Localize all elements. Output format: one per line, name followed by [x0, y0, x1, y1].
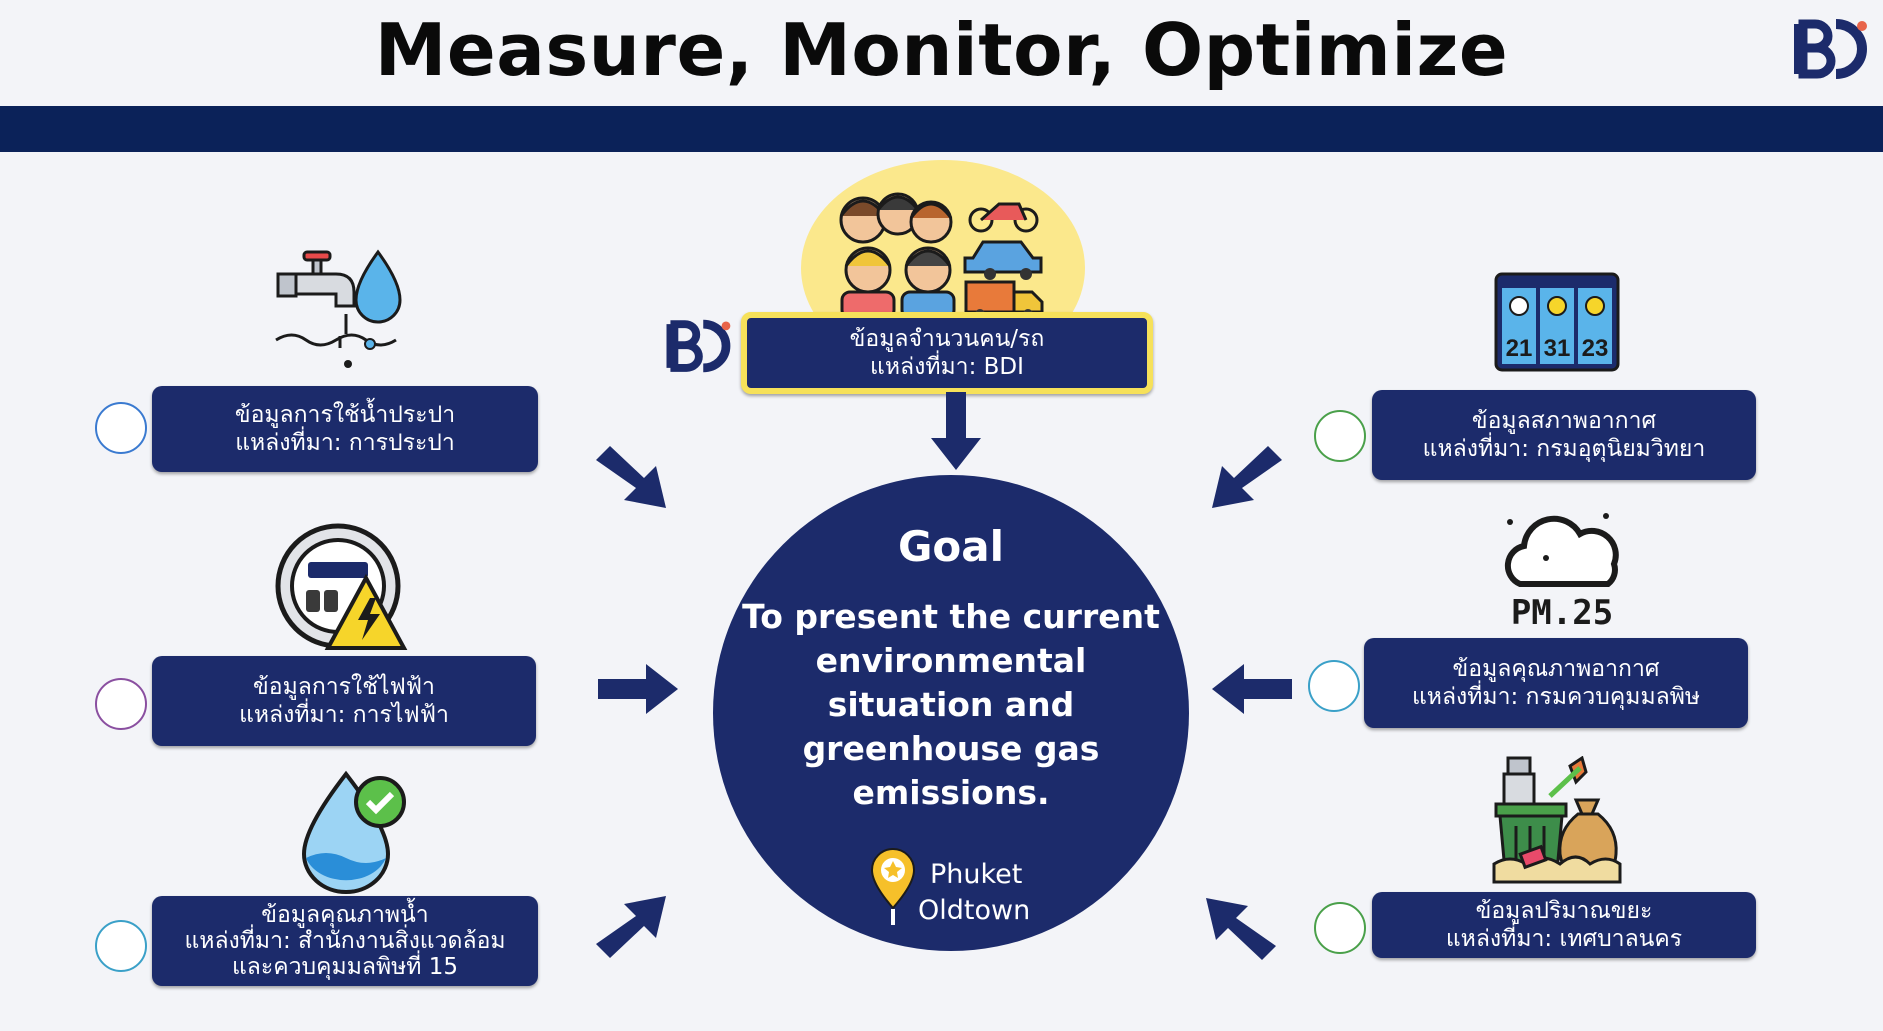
source-title: ข้อมูลคุณภาพอากาศ — [1452, 656, 1660, 682]
meteorological-seal-logo — [1314, 410, 1366, 462]
source-origin: แหล่งที่มา: เทศบาลนคร — [1445, 926, 1683, 952]
pollution-control-seal-logo — [95, 920, 147, 972]
page-title: Measure, Monitor, Optimize — [374, 8, 1509, 92]
people-vehicles-icon — [801, 160, 1085, 318]
source-box-weather: ข้อมูลสภาพอากาศ แหล่งที่มา: กรมอุตุนิยมว… — [1372, 390, 1756, 480]
source-title: ข้อมูลจำนวนคน/รถ — [849, 326, 1045, 352]
weather-temp-2: 31 — [1544, 335, 1571, 362]
arrow-down-icon — [931, 392, 981, 470]
source-origin: แหล่งที่มา: สำนักงานสิ่งแวดล้อม — [184, 928, 506, 954]
source-origin: แหล่งที่มา: การประปา — [235, 430, 455, 456]
location-line-1: Phuket — [930, 859, 1023, 890]
goal-location: Phuket Oldtown — [918, 857, 1030, 929]
arrow-left-icon — [1212, 664, 1292, 714]
pollution-control-seal-logo-2 — [1308, 660, 1360, 712]
pm25-label: PM.25 — [1511, 593, 1613, 630]
arrow-right-icon — [598, 664, 678, 714]
source-box-waste: ข้อมูลปริมาณขยะ แหล่งที่มา: เทศบาลนคร — [1372, 892, 1756, 958]
bdi-logo — [1794, 19, 1867, 79]
waste-bin-icon — [1492, 756, 1622, 884]
source-title: ข้อมูลคุณภาพน้ำ — [261, 902, 429, 928]
source-box-air-quality: ข้อมูลคุณภาพอากาศ แหล่งที่มา: กรมควบคุมม… — [1364, 638, 1748, 728]
source-origin: แหล่งที่มา: กรมอุตุนิยมวิทยา — [1422, 436, 1706, 462]
arrow-diagonal-down-right-icon — [596, 446, 666, 508]
municipality-seal-logo — [1314, 902, 1366, 954]
electric-meter-icon — [275, 523, 408, 650]
source-origin-cont: และควบคุมมลพิษที่ 15 — [231, 954, 459, 980]
header-band — [0, 106, 1883, 152]
weather-calendar-icon: 21 31 23 — [1494, 272, 1620, 372]
weather-temp-1: 21 — [1506, 335, 1533, 362]
location-pin-icon — [870, 847, 916, 925]
arrow-diagonal-down-left-icon — [1212, 446, 1282, 508]
arrow-diagonal-up-right-icon — [596, 896, 666, 958]
source-title: ข้อมูลปริมาณขยะ — [1475, 898, 1653, 924]
source-box-electricity: ข้อมูลการใช้ไฟฟ้า แหล่งที่มา: การไฟฟ้า — [152, 656, 536, 746]
source-origin: แหล่งที่มา: การไฟฟ้า — [239, 702, 449, 728]
pm25-cloud-icon: PM.25 — [1504, 513, 1619, 630]
arrow-diagonal-up-left-icon — [1206, 898, 1276, 960]
water-tap-icon — [275, 249, 402, 368]
source-box-tap-water: ข้อมูลการใช้น้ำประปา แหล่งที่มา: การประป… — [152, 386, 538, 472]
location-line-2: Oldtown — [918, 895, 1031, 926]
waterworks-seal-logo — [95, 402, 147, 454]
source-title: ข้อมูลการใช้น้ำประปา — [234, 402, 456, 428]
goal-description: To present the current environmental sit… — [742, 597, 1160, 812]
source-origin: แหล่งที่มา: BDI — [870, 354, 1024, 380]
source-box-water-quality: ข้อมูลคุณภาพน้ำ แหล่งที่มา: สำนักงานสิ่ง… — [152, 896, 538, 986]
bdi-logo-small — [666, 319, 731, 373]
goal-heading: Goal — [897, 522, 1005, 571]
weather-temp-3: 23 — [1582, 335, 1609, 362]
water-drop-check-icon — [301, 770, 406, 894]
source-title: ข้อมูลการใช้ไฟฟ้า — [253, 674, 435, 700]
source-origin: แหล่งที่มา: กรมควบคุมมลพิษ — [1411, 684, 1701, 710]
electricity-seal-logo — [95, 678, 147, 730]
source-title: ข้อมูลสภาพอากาศ — [1471, 408, 1657, 434]
goal-circle: Goal To present the current environmenta… — [713, 475, 1189, 951]
source-box-people-vehicles: ข้อมูลจำนวนคน/รถ แหล่งที่มา: BDI — [741, 312, 1153, 394]
